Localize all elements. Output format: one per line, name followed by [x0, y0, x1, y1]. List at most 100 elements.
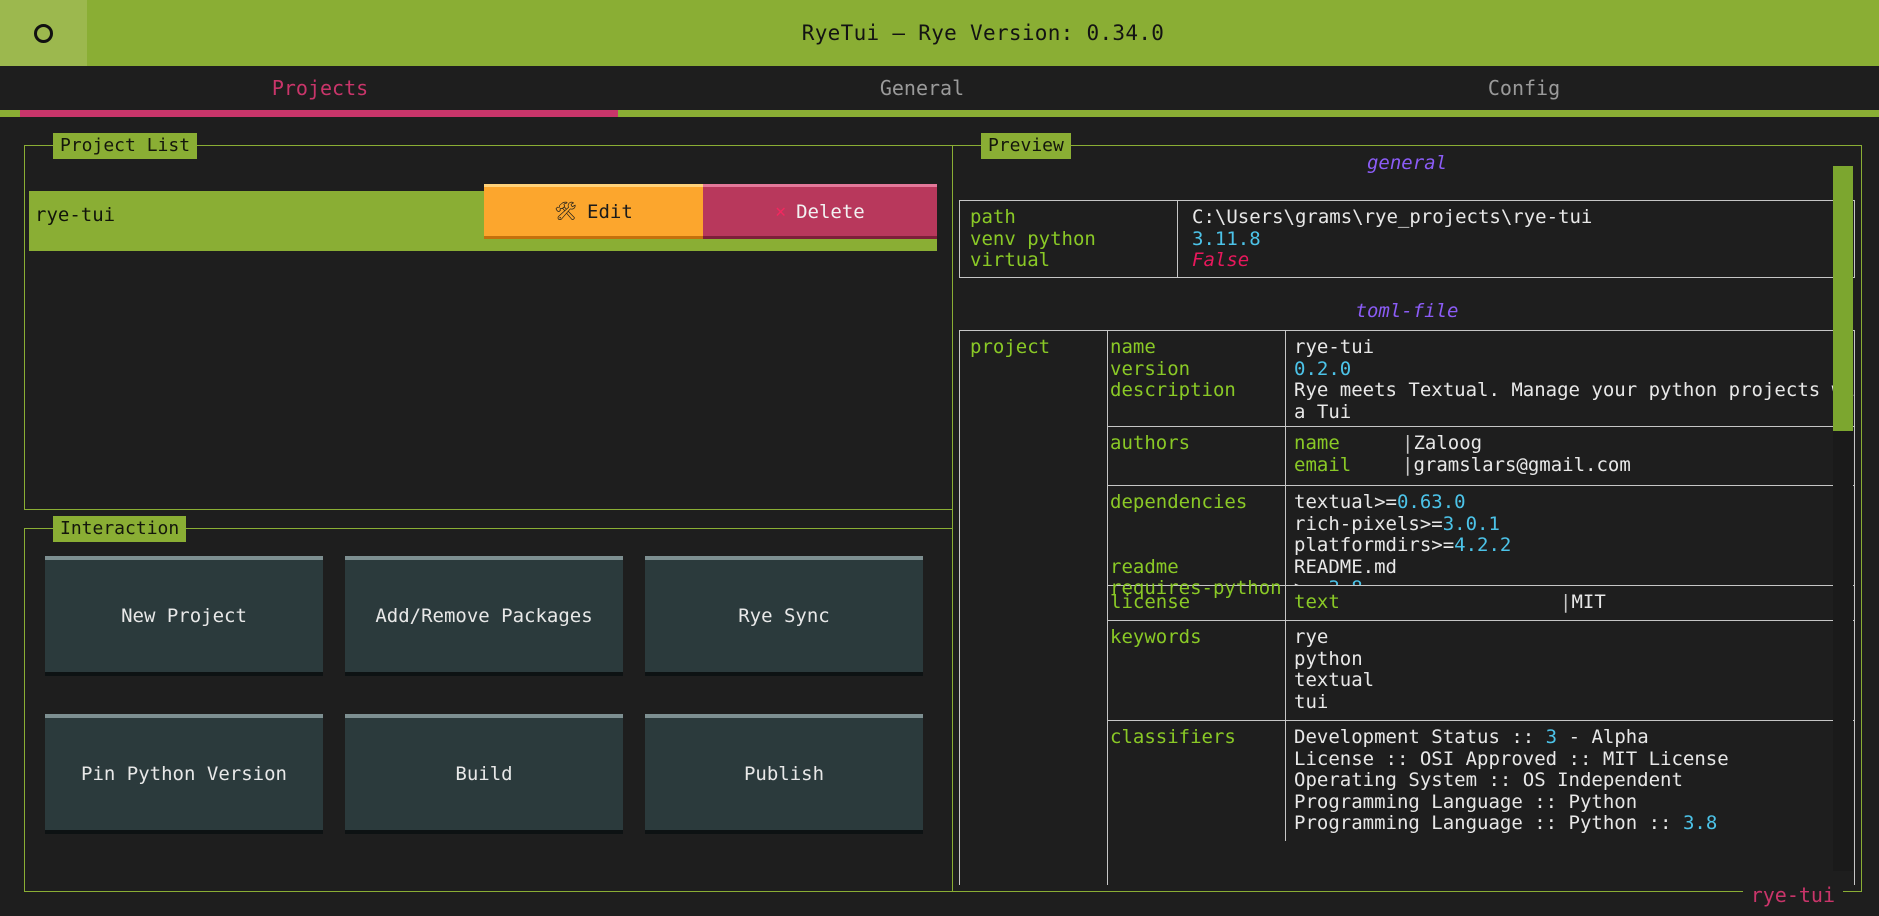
toml-section-name: project — [970, 336, 1051, 358]
toml-table: project name version description rye-tui… — [959, 330, 1855, 885]
toml-deps-keys: dependencies readme requires-python — [1108, 486, 1286, 599]
toml-key-version: version — [1110, 357, 1191, 380]
toml-key-authors: authors — [1110, 432, 1191, 454]
toml-value-requires-python: >= 3.8 — [1294, 577, 1855, 585]
toml-section-column: project — [960, 331, 1108, 885]
tab-bar: Projects General Config — [0, 66, 1879, 118]
cross-mark-icon: ✕ — [775, 200, 787, 222]
general-section-label: general — [1366, 152, 1448, 174]
toml-value-version: 0.2.0 — [1294, 357, 1352, 380]
app-title: RyeTui — Rye Version: 0.34.0 — [801, 21, 1165, 45]
tab-config[interactable]: Config — [1224, 66, 1824, 110]
toml-section-label: toml-file — [1355, 300, 1459, 322]
toml-value-readme: README.md — [1294, 555, 1397, 578]
toml-classifier-0: Development Status :: 3 - Alpha — [1294, 726, 1649, 748]
toml-value-description-line2: a Tui — [1294, 400, 1352, 423]
tab-underline-left — [0, 110, 20, 117]
toml-classifier-4: Programming Language :: Python :: 3.8 — [1294, 812, 1718, 834]
toml-dep-0: textual>=0.63.0 — [1294, 491, 1466, 513]
app-header: RyeTui — Rye Version: 0.34.0 — [0, 0, 1879, 66]
toml-meta-keys: name version description — [1108, 331, 1286, 426]
interaction-panel: Interaction New Project Add/Remove Packa… — [24, 516, 964, 892]
tab-projects-label: Projects — [271, 76, 369, 100]
toml-key-keywords: keywords — [1110, 626, 1202, 648]
toml-key-license-text: text — [1294, 591, 1340, 613]
general-value-venv-python: 3.11.8 — [1192, 227, 1261, 250]
build-button[interactable]: Build — [345, 714, 623, 834]
preview-panel: Preview rye-tui general path venv python… — [952, 133, 1862, 908]
project-name: rye-tui — [35, 204, 116, 226]
toml-meta-values: rye-tui 0.2.0 Rye meets Textual. Manage … — [1286, 331, 1855, 426]
table-row: classifiers Development Status :: 3 - Al… — [1108, 721, 1855, 841]
toml-authors-key: authors — [1108, 427, 1286, 485]
tab-projects[interactable]: Projects — [20, 66, 620, 110]
tab-config-label: Config — [1487, 76, 1561, 100]
list-item[interactable]: rye-tui 🛠 Edit ✕ Delete — [29, 184, 937, 251]
toml-key-author-name: name — [1294, 432, 1340, 454]
interaction-title: Interaction — [53, 516, 187, 542]
table-row: license text|MIT — [1108, 586, 1855, 621]
toml-value-license-text: MIT — [1571, 591, 1606, 613]
toml-keyword-3: tui — [1294, 690, 1329, 713]
table-row: name version description rye-tui 0.2.0 R… — [1108, 331, 1855, 427]
general-table: path venv python virtual C:\Users\grams\… — [959, 200, 1855, 278]
publish-button[interactable]: Publish — [645, 714, 923, 834]
table-row: keywords rye python textual tui — [1108, 621, 1855, 721]
edit-button[interactable]: 🛠 Edit — [484, 184, 703, 239]
toml-key-description: description — [1110, 379, 1236, 401]
toml-classifier-2: Operating System :: OS Independent — [1294, 769, 1683, 791]
toml-classifiers-values: Development Status :: 3 - Alpha License … — [1286, 721, 1855, 841]
delete-button-label: Delete — [796, 200, 865, 223]
delete-button[interactable]: ✕ Delete — [703, 184, 937, 239]
add-remove-packages-button[interactable]: Add/Remove Packages — [345, 556, 623, 676]
toml-keyword-2: textual — [1294, 669, 1375, 691]
general-key-path: path — [970, 206, 1016, 228]
toml-authors-values: name|Zaloog email|gramslars@gmail.com — [1286, 427, 1855, 485]
pin-python-version-button[interactable]: Pin Python Version — [45, 714, 323, 834]
toml-key-author-email: email — [1294, 453, 1352, 476]
general-keys-column: path venv python virtual — [960, 201, 1178, 277]
app-logo — [0, 0, 87, 66]
tab-underline-right — [618, 110, 1879, 117]
toml-value-description-line1: Rye meets Textual. Manage your python pr… — [1294, 379, 1855, 401]
table-row: dependencies readme requires-python text… — [1108, 486, 1855, 599]
interaction-button-grid: New Project Add/Remove Packages Rye Sync… — [45, 556, 923, 834]
toml-classifiers-key: classifiers — [1108, 721, 1286, 841]
new-project-button[interactable]: New Project — [45, 556, 323, 676]
tab-general[interactable]: General — [622, 66, 1222, 110]
toml-value-author-email: gramslars@gmail.com — [1413, 453, 1631, 476]
toml-author-email-row: email|gramslars@gmail.com — [1294, 453, 1631, 476]
table-row: authors name|Zaloog email|gramslars@gmai… — [1108, 427, 1855, 486]
toml-value-author-name: Zaloog — [1413, 432, 1483, 454]
toml-rows-column: name version description rye-tui 0.2.0 R… — [1108, 331, 1855, 885]
toml-deps-values: textual>=0.63.0 rich-pixels>=3.0.1 platf… — [1286, 486, 1855, 585]
hammer-and-wrench-icon: 🛠 — [554, 200, 578, 222]
toml-license-row: text|MIT — [1294, 591, 1606, 613]
project-list-title: Project List — [53, 133, 198, 159]
general-key-venv-python: venv python — [970, 227, 1096, 250]
toml-dep-1: rich-pixels>=3.0.1 — [1294, 512, 1500, 535]
toml-license-values: text|MIT — [1286, 586, 1855, 620]
toml-license-key: license — [1108, 586, 1286, 620]
preview-content: general path venv python virtual C:\User… — [959, 152, 1855, 885]
rye-sync-button[interactable]: Rye Sync — [645, 556, 923, 676]
toml-key-license: license — [1110, 591, 1191, 613]
project-list-body: rye-tui 🛠 Edit ✕ Delete — [29, 161, 959, 505]
toml-key-readme: readme — [1110, 555, 1179, 578]
preview-title: Preview — [981, 133, 1071, 159]
toml-keywords-values: rye python textual tui — [1286, 621, 1855, 720]
status-badge: rye-tui — [1742, 882, 1843, 908]
toml-key-dependencies: dependencies — [1110, 491, 1248, 513]
tab-underline — [0, 110, 1879, 117]
ring-icon — [34, 23, 53, 43]
preview-scrollbar[interactable] — [1833, 166, 1853, 871]
toml-author-name-row: name|Zaloog — [1294, 432, 1483, 454]
preview-scrollbar-thumb[interactable] — [1833, 166, 1853, 431]
toml-value-name: rye-tui — [1294, 336, 1375, 358]
toml-keywords-key: keywords — [1108, 621, 1286, 720]
toml-classifier-1: License :: OSI Approved :: MIT License — [1294, 747, 1729, 770]
row-actions: 🛠 Edit ✕ Delete — [484, 184, 937, 239]
toml-keyword-1: python — [1294, 647, 1363, 670]
tab-general-label: General — [879, 76, 965, 100]
project-list-panel: Project List rye-tui 🛠 Edit ✕ Delete — [24, 133, 964, 510]
